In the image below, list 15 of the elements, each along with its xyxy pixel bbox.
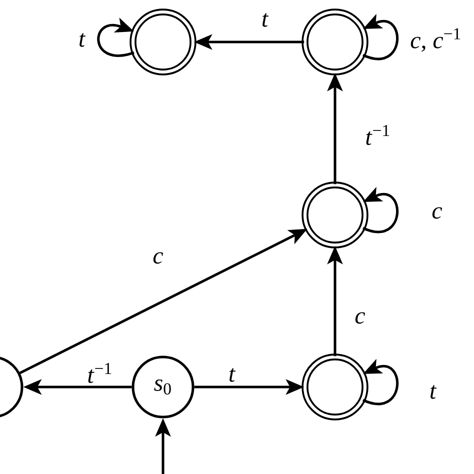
self-loop-arrow: [97, 18, 134, 57]
edge-label: c: [355, 312, 366, 324]
edge-label: c: [432, 207, 442, 219]
edge-label: t: [262, 13, 269, 27]
accepting-state-circle: [302, 354, 368, 420]
accepting-state-circle: [130, 8, 196, 76]
edge-label: t$^{−1}$: [366, 124, 390, 146]
edge-label: t: [80, 33, 86, 47]
accepting-state-circle: [302, 8, 368, 76]
edge-label: c, c$^{−1}$: [410, 28, 460, 52]
accepting-state-circle: [302, 182, 368, 248]
edge-label: t: [430, 385, 437, 399]
edge-label: c: [153, 252, 164, 264]
edge-label: t$^{−1}$: [88, 362, 112, 384]
edge-label: t: [230, 368, 236, 382]
